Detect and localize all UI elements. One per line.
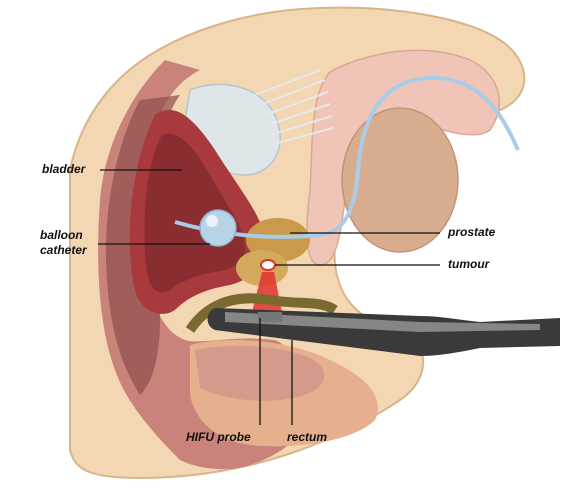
label-tumour: tumour: [448, 257, 490, 271]
label-balloon-line2: catheter: [40, 243, 87, 257]
rectal-wall: [185, 293, 338, 333]
label-hifu-probe: HIFU probe: [186, 430, 251, 444]
label-prostate: prostate: [448, 225, 496, 239]
label-balloon-catheter: balloon catheter: [40, 228, 120, 258]
leader-lines: [98, 169, 440, 425]
catheter-tube: [174, 75, 520, 239]
label-bladder: bladder: [42, 162, 86, 176]
balloon-highlight: [206, 215, 218, 227]
testis: [341, 107, 459, 253]
ligament-fibres: [254, 69, 334, 146]
hifu-probe-transducer: [258, 312, 282, 322]
bladder-lumen: [144, 133, 245, 293]
label-rectum: rectum: [287, 430, 328, 444]
hifu-probe-highlight: [225, 312, 540, 332]
balloon: [199, 209, 237, 247]
label-balloon-line1: balloon: [40, 228, 83, 242]
tumour-spot: [260, 259, 276, 271]
